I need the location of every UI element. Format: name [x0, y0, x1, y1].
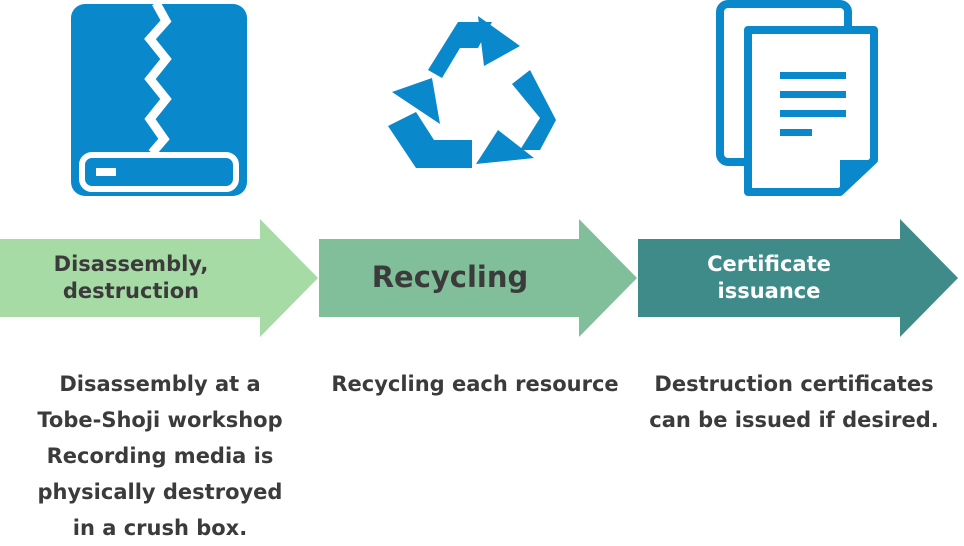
step-arrow-certificate: Certificate issuance — [638, 219, 958, 337]
step-label-recycling: Recycling — [371, 260, 529, 295]
step-arrow-disassembly: Disassembly, destruction — [0, 219, 318, 337]
step-description-certificate: Destruction certificates can be issued i… — [649, 372, 939, 432]
step-arrow-recycling: Recycling — [319, 219, 637, 337]
step-label-disassembly: Disassembly, destruction — [53, 252, 209, 303]
step-description-disassembly: Disassembly at a Tobe-Shoji workshop Rec… — [37, 372, 283, 540]
broken-hard-drive-icon — [70, 0, 248, 197]
step-description-recycling: Recycling each resource — [331, 372, 619, 396]
documents-icon — [716, 0, 886, 200]
recycle-icon — [380, 8, 576, 188]
step-label-certificate: Certificate issuance — [707, 252, 831, 303]
